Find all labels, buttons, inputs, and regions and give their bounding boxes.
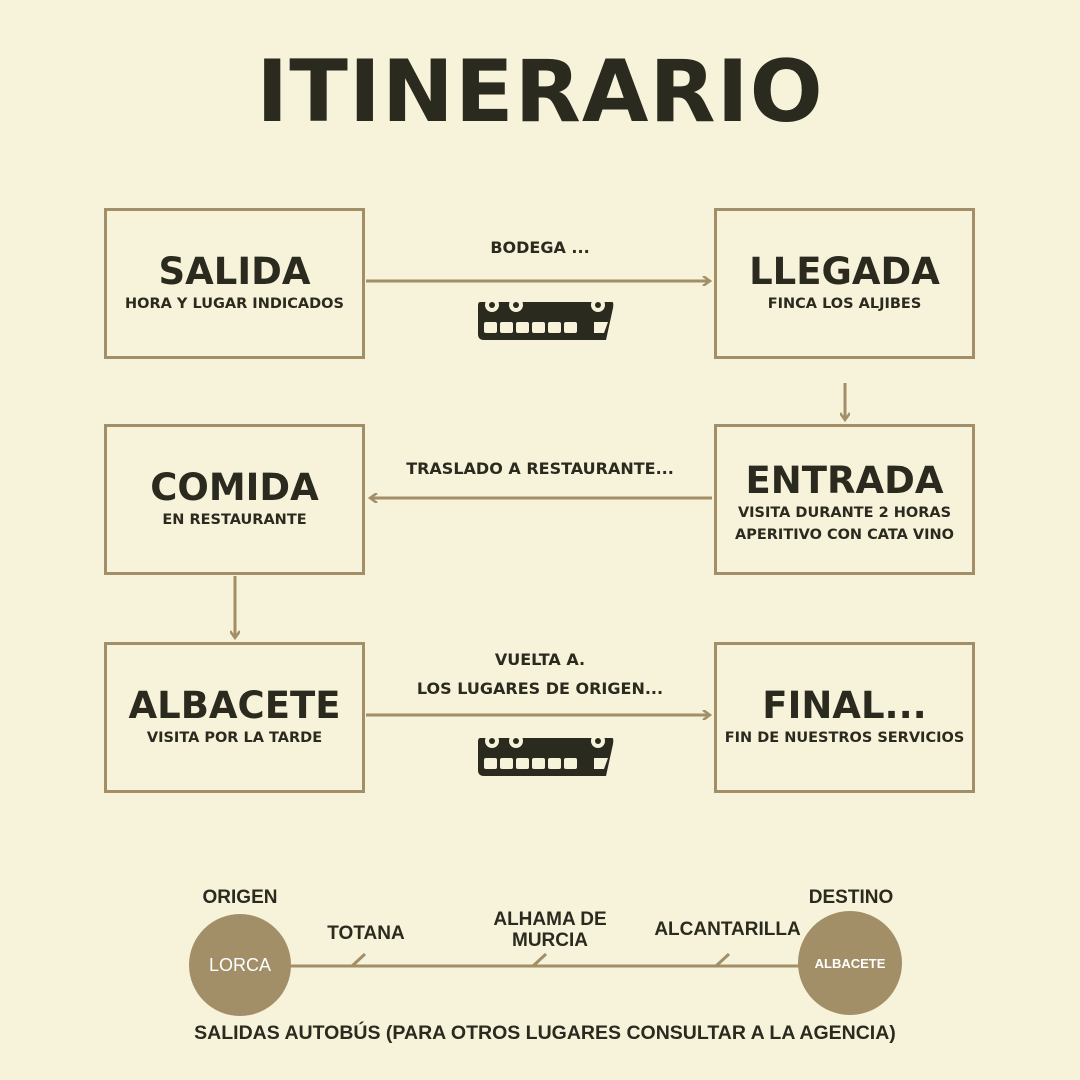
step-final: FINAL...FIN DE NUESTROS SERVICIOS	[714, 642, 975, 793]
step-title: FINAL...	[762, 684, 927, 728]
step-title: ENTRADA	[745, 459, 944, 503]
bus-icon	[478, 298, 614, 340]
page-title: ITINERARIO	[256, 42, 824, 142]
stop-totana: TOTANA	[327, 923, 405, 944]
stop-alhama: ALHAMA DE	[493, 909, 607, 930]
step-title: COMIDA	[150, 466, 319, 510]
destination-label: DESTINO	[808, 887, 894, 908]
destination-name: ALBACETE	[814, 955, 886, 971]
route-note: SALIDAS AUTOBÚS (PARA OTROS LUGARES CONS…	[194, 1022, 896, 1044]
step-title: LLEGADA	[749, 250, 940, 294]
destination-circle: ALBACETE	[798, 911, 902, 1015]
step-subtitle: VISITA DURANTE 2 HORAS	[737, 505, 952, 522]
step-subtitle: EN RESTAURANTE	[162, 511, 307, 528]
origin-label: ORIGEN	[202, 887, 278, 908]
bus-icon	[478, 734, 614, 776]
step-title: ALBACETE	[128, 684, 341, 728]
origin-circle: LORCA	[189, 914, 291, 1016]
connector-label: TRASLADO A RESTAURANTE...	[406, 459, 674, 478]
step-entrada: ENTRADA VISITA DURANTE 2 HORAS APERITIVO C…	[714, 424, 975, 575]
step-subtitle: APERITIVO CON CATA VINO	[735, 526, 954, 543]
step-subtitle: FIN DE NUESTROS SERVICIOS	[724, 729, 965, 746]
step-subtitle: FINCA LOS ALJIBES	[767, 295, 922, 312]
stop-alcantarilla: ALCANTARILLA	[654, 919, 801, 940]
origin-name: LORCA	[208, 954, 271, 975]
connector-label: VUELTA A.	[494, 650, 586, 669]
step-subtitle: HORA Y LUGAR INDICADOS	[125, 295, 344, 312]
stop-alhama-2: MURCIA	[512, 930, 588, 951]
connector-label: LOS LUGARES DE ORIGEN...	[416, 679, 664, 698]
connector-label: BODEGA ...	[490, 238, 590, 257]
step-title: SALIDA	[158, 250, 311, 294]
step-subtitle: VISITA POR LA TARDE	[146, 729, 323, 746]
